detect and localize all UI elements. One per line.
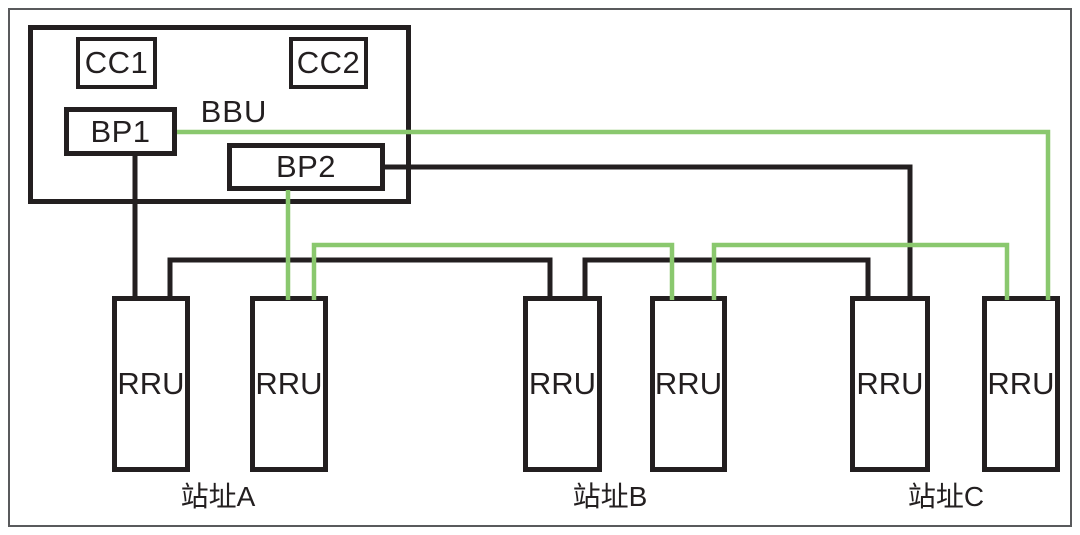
bbu-label: BBU <box>200 94 268 129</box>
site-label-c: 站址C <box>907 481 985 512</box>
board-bp2: BP2 <box>227 143 385 191</box>
site-label-b: 站址B <box>572 481 648 512</box>
rru-6-label: RRU <box>987 366 1055 401</box>
diagram-border <box>8 8 1072 527</box>
rru-4-label: RRU <box>654 366 723 401</box>
board-bp1-label: BP1 <box>90 113 151 149</box>
rru-5: RRU <box>850 296 930 472</box>
rru-2-label: RRU <box>255 366 323 401</box>
rru-1-label: RRU <box>117 366 185 401</box>
rru-4: RRU <box>650 296 727 472</box>
rru-6: RRU <box>982 296 1060 472</box>
rru-3: RRU <box>523 296 602 472</box>
rru-5-label: RRU <box>856 366 924 401</box>
site-label-a: 站址A <box>180 481 256 512</box>
board-bp2-label: BP2 <box>275 149 337 184</box>
rru-2: RRU <box>250 296 328 472</box>
rru-3-label: RRU <box>528 366 597 401</box>
board-cc2-label: CC2 <box>296 45 361 80</box>
board-cc2: CC2 <box>289 37 368 89</box>
board-bp1: BP1 <box>64 107 177 156</box>
rru-1: RRU <box>112 296 190 472</box>
board-cc1-label: CC1 <box>84 45 149 80</box>
board-cc1: CC1 <box>76 37 157 89</box>
